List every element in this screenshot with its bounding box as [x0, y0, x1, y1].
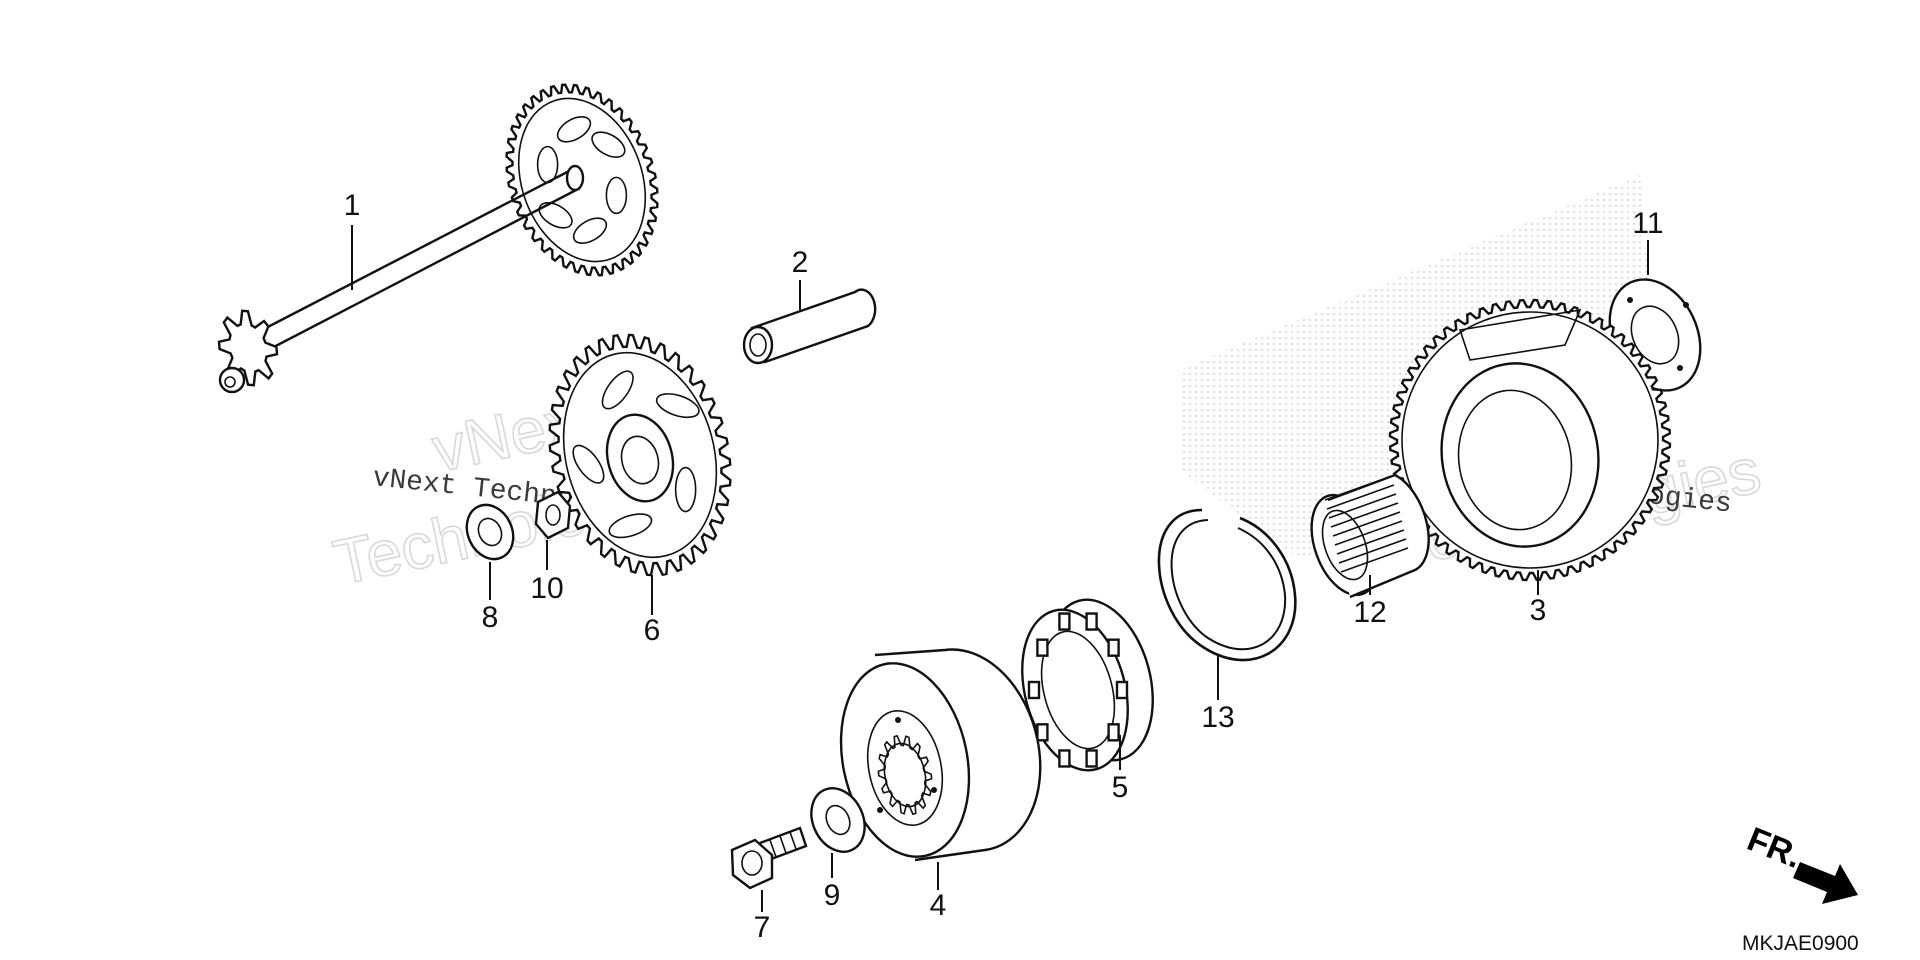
part-label-9: 9 [824, 879, 841, 912]
part-1-shaft-gear [217, 83, 659, 394]
part-label-4: 4 [930, 889, 947, 922]
part-13-snap-ring [1157, 508, 1297, 662]
part-10-nut [534, 490, 572, 540]
catalog-code: MKJAE0900 [1742, 932, 1859, 955]
part-3-starter-gear [1388, 298, 1672, 582]
part-2-pin [742, 288, 877, 365]
part-7-bolt [730, 826, 808, 890]
part-label-8: 8 [482, 601, 499, 634]
part-6-gear [548, 333, 732, 577]
part-label-13: 13 [1201, 701, 1234, 734]
part-9-washer [810, 787, 866, 853]
part-label-6: 6 [644, 614, 661, 647]
part-label-12: 12 [1353, 596, 1386, 629]
leader-lines [351, 225, 1649, 912]
part-label-11: 11 [1632, 207, 1663, 240]
part-4-clutch-outer [839, 648, 1042, 862]
part-8-washer [465, 503, 515, 561]
front-direction-label: FR. [1742, 820, 1807, 876]
part-5-one-way-clutch [1021, 598, 1154, 772]
part-label-1: 1 [344, 189, 361, 222]
part-labels: 1 2 3 4 5 6 7 8 9 10 11 12 13 [344, 189, 1664, 944]
part-label-5: 5 [1112, 771, 1129, 804]
part-label-2: 2 [792, 246, 809, 279]
front-arrow-icon [1793, 862, 1858, 904]
part-label-7: 7 [754, 911, 771, 944]
front-direction-indicator: FR. [1742, 820, 1858, 904]
part-label-10: 10 [530, 572, 563, 605]
part-12-needle-bearing [1310, 473, 1430, 599]
part-label-3: 3 [1530, 594, 1547, 627]
